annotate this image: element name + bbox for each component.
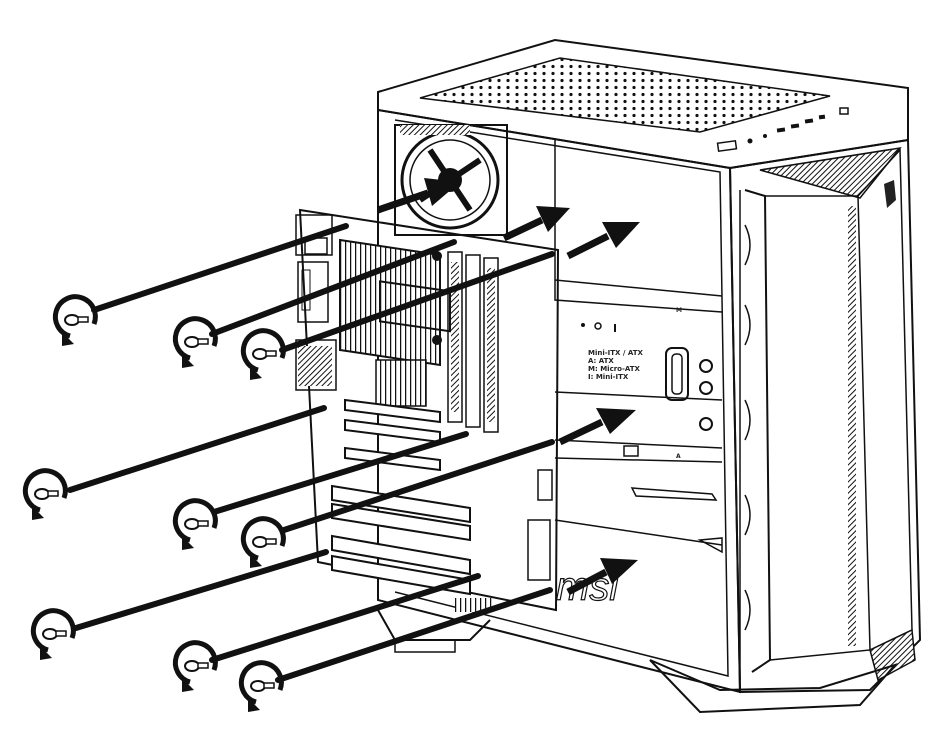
rotate-arrow-icon — [240, 328, 286, 373]
screw-head-icon — [64, 314, 80, 326]
screw-head-icon — [184, 660, 200, 672]
rear-io-shield — [295, 214, 337, 391]
screw-7 — [30, 608, 76, 660]
cable-slot-1 — [630, 487, 718, 501]
rotate-arrow-icon — [172, 316, 218, 361]
standoff-label-line4: I: Mini-ITX — [588, 373, 629, 381]
msi-dragon-badge — [884, 180, 896, 208]
screws — [22, 294, 286, 712]
front-light-strip — [848, 206, 856, 646]
port-label-a: A — [676, 453, 681, 460]
port-cutout — [623, 445, 639, 457]
screw-shaft-icon — [265, 350, 277, 357]
screw-shaft-icon — [197, 520, 209, 527]
rotate-arrow-icon — [238, 660, 284, 705]
standoff-label-line1: Mini-ITX / ATX — [588, 349, 644, 357]
screw-head-icon — [42, 628, 58, 640]
airflow-arrow-bottom — [566, 558, 638, 596]
screw-head-icon — [34, 488, 50, 500]
motherboard — [295, 208, 560, 612]
front-bottom-mesh — [869, 628, 916, 682]
cable-grommet — [665, 347, 689, 401]
screw-shaft-icon — [197, 338, 209, 345]
screw-2 — [172, 316, 218, 368]
rotate-arrowhead-icon — [250, 554, 262, 568]
airflow-arrow-rear-fan — [376, 178, 460, 214]
airflow-arrow-top-1 — [502, 206, 570, 242]
sata-connector — [537, 469, 553, 501]
cable-slot-2 — [697, 537, 723, 554]
ram-slots — [447, 251, 499, 433]
rotate-arrowhead-icon — [40, 646, 52, 660]
rotate-arrow-icon — [52, 294, 98, 339]
vrm-heatsink — [375, 359, 427, 407]
screw-shaft-icon — [197, 662, 209, 669]
standoff-label-line2: A: ATX — [588, 357, 614, 365]
rotate-arrowhead-icon — [182, 678, 194, 692]
port-label-m: M — [676, 307, 682, 314]
rotate-arrow-icon — [30, 608, 76, 653]
case-front-foot — [649, 659, 899, 714]
front-io-ports — [716, 107, 849, 153]
rotate-arrowhead-icon — [182, 354, 194, 368]
screw-head-icon — [250, 680, 266, 692]
standoff-label-line3: M: Micro-ATX — [588, 365, 641, 373]
screw-1 — [52, 294, 98, 346]
screw-head-icon — [252, 536, 268, 548]
motherboard-pcb — [298, 208, 560, 612]
screw-head-icon — [184, 336, 200, 348]
screw-shaft-icon — [263, 682, 275, 689]
screw-6 — [240, 516, 286, 568]
rotate-arrow-icon — [172, 498, 218, 543]
pcie-slots — [331, 398, 471, 596]
atx-power-connector — [527, 519, 551, 581]
standoff-legend: Mini-ITX / ATX A: ATX M: Micro-ATX I: Mi… — [581, 322, 644, 381]
screw-shaft-icon — [77, 316, 89, 323]
case-front-panel — [728, 138, 922, 694]
screw-shaft-icon — [47, 490, 59, 497]
rotate-arrowhead-icon — [62, 332, 74, 346]
screw-3 — [240, 328, 286, 380]
cpu-heatsink — [339, 238, 451, 367]
rotate-arrowhead-icon — [250, 366, 262, 380]
screw-shaft-icon — [55, 630, 67, 637]
rotate-arrow-icon — [240, 516, 286, 561]
screw-4 — [22, 468, 68, 520]
airflow-arrow-middle — [558, 408, 636, 446]
rotate-arrowhead-icon — [182, 536, 194, 550]
screw-shaft-icon — [265, 538, 277, 545]
top-vent-grille — [419, 57, 831, 133]
screw-9 — [238, 660, 284, 712]
rotate-arrowhead-icon — [32, 506, 44, 520]
screw-5 — [172, 498, 218, 550]
screw-head-icon — [184, 518, 200, 530]
rotate-arrow-icon — [172, 640, 218, 685]
pc-case: A Mini-ITX / ATX A: ATX M: Micro-ATX I: … — [377, 38, 922, 714]
rotate-arrow-icon — [22, 468, 68, 513]
airflow-arrow-top-2 — [566, 222, 640, 260]
screw-guide-lines — [67, 223, 555, 683]
rear-case-fan — [394, 124, 508, 236]
screw-8 — [172, 640, 218, 692]
airflow-arrows — [376, 178, 640, 596]
rotate-arrowhead-icon — [248, 698, 260, 712]
screw-head-icon — [252, 348, 268, 360]
